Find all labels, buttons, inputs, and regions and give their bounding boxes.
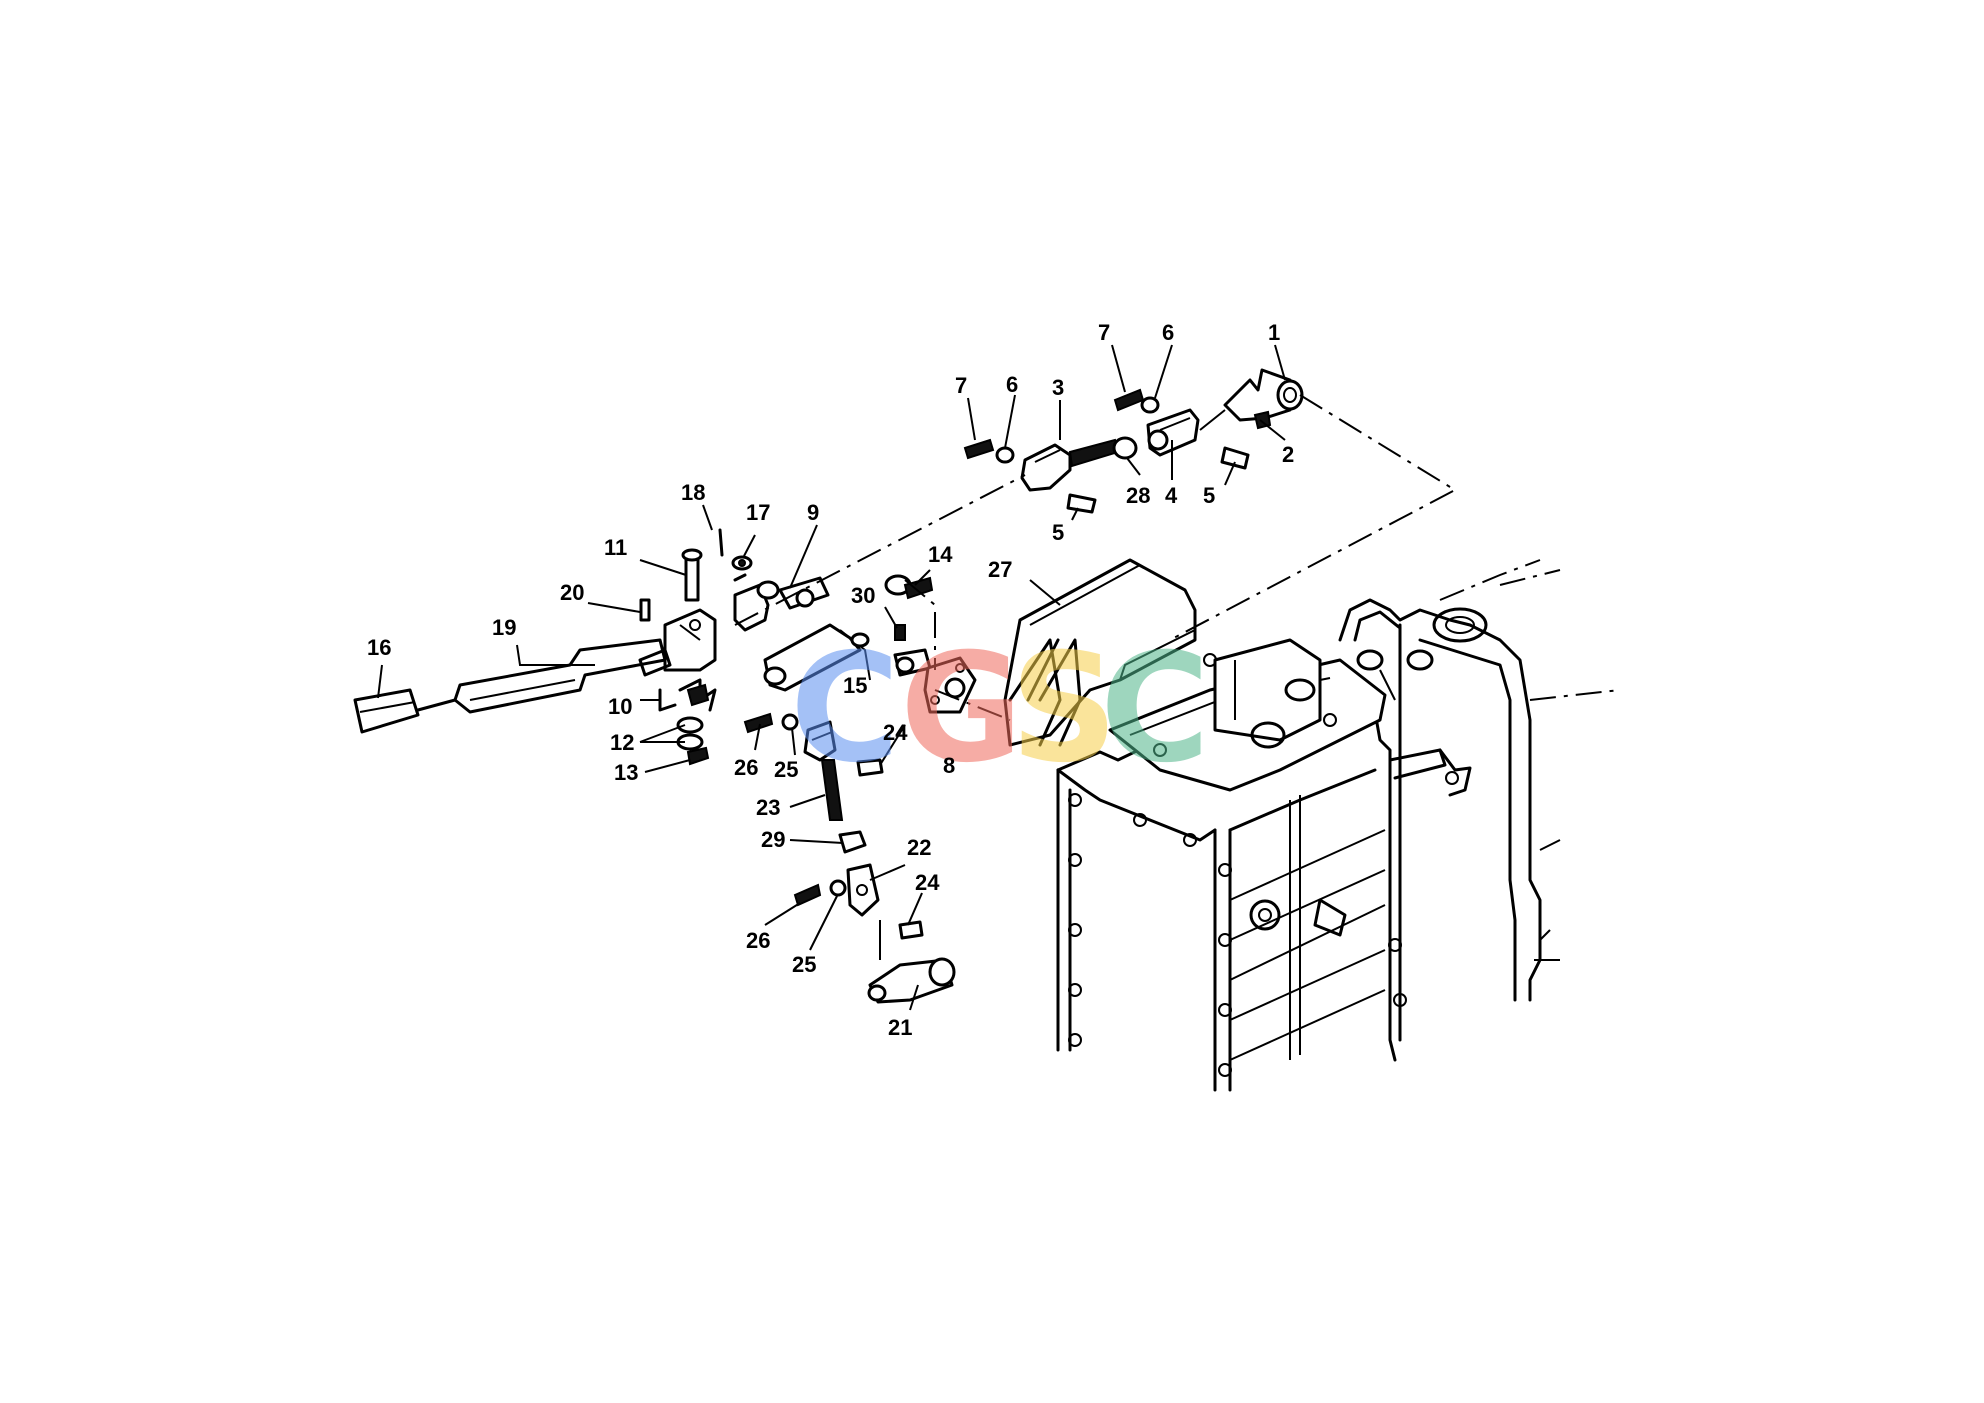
pin-24-lower: [898, 920, 924, 940]
pin-5-right: [1220, 446, 1250, 470]
rod-end-upper: [803, 720, 837, 762]
rod-23: [820, 759, 844, 821]
label-6-right: 6: [1162, 320, 1174, 345]
watermark-letter-s: S: [1010, 622, 1118, 796]
washers-12: [676, 716, 704, 751]
label-7-right: 7: [1098, 320, 1110, 345]
lever-21: [867, 920, 956, 1004]
shift-lever-19: [453, 638, 667, 714]
pin-24-upper: [856, 758, 884, 777]
label-20: 20: [560, 580, 584, 605]
leader-lines: [377, 344, 1286, 1011]
nut-25-lower: [829, 879, 847, 897]
clevis-22: [846, 863, 880, 917]
label-16: 16: [367, 635, 391, 660]
label-19: 19: [492, 615, 516, 640]
label-25-upper: 25: [774, 757, 798, 782]
bolt-14: [884, 574, 934, 600]
label-11: 11: [604, 535, 627, 560]
label-13: 13: [614, 760, 638, 785]
watermark-letter-c2: C: [1100, 622, 1210, 796]
housing-bolt-holes: [1068, 793, 1407, 1077]
label-9: 9: [807, 500, 819, 525]
spring-10: [658, 678, 717, 712]
pin-20: [639, 598, 651, 622]
watermark: C G S C: [790, 622, 1210, 796]
lever-knob-16: [353, 688, 457, 734]
label-28: 28: [1126, 483, 1150, 508]
watermark-letter-c1: C: [790, 622, 900, 796]
washer-6-right: [1140, 396, 1160, 414]
clevis-4: [1146, 408, 1200, 457]
label-5-right: 5: [1203, 483, 1215, 508]
cover-plate-27: [1003, 558, 1197, 747]
gearbox-housing: [1056, 638, 1472, 1092]
pin-11: [681, 548, 703, 602]
label-22: 22: [907, 835, 931, 860]
bolt-7-left: [963, 438, 995, 460]
bolt-13: [686, 746, 710, 766]
lever-bracket: [638, 608, 717, 677]
label-1: 1: [1268, 320, 1280, 345]
label-25-lower: 25: [792, 952, 816, 977]
bolt-26-lower: [793, 883, 822, 907]
label-23: 23: [756, 795, 780, 820]
label-14: 14: [928, 542, 953, 567]
arm-1: [1199, 368, 1304, 431]
watermark-letter-g: G: [900, 622, 1023, 796]
washer-17: [731, 555, 753, 571]
label-29: 29: [761, 827, 785, 852]
label-24-upper: 24: [883, 720, 908, 745]
label-8: 8: [943, 753, 955, 778]
nut-25-upper: [781, 713, 799, 731]
nut-28: [1112, 436, 1138, 460]
label-4: 4: [1165, 483, 1178, 508]
label-21: 21: [888, 1015, 912, 1040]
pin-5-left: [1066, 493, 1097, 514]
rear-housing: [1338, 559, 1621, 1042]
label-30: 30: [851, 583, 875, 608]
label-18: 18: [681, 480, 705, 505]
washer-6-left: [995, 446, 1015, 464]
alignment-lines: [734, 394, 1458, 721]
label-5-left: 5: [1052, 520, 1064, 545]
lever-arm-9: [733, 573, 830, 632]
label-26-lower: 26: [746, 928, 770, 953]
label-24-lower: 24: [915, 870, 940, 895]
bolt-7-right: [1113, 388, 1145, 412]
clevis-3: [1020, 438, 1120, 492]
nut-29: [838, 830, 867, 854]
fitting-30: [894, 624, 906, 641]
label-6-left: 6: [1006, 372, 1018, 397]
shift-shaft-15: [763, 623, 932, 692]
label-2: 2: [1282, 442, 1294, 467]
label-12: 12: [610, 730, 634, 755]
label-17: 17: [746, 500, 770, 525]
label-15: 15: [843, 673, 867, 698]
label-27: 27: [988, 557, 1012, 582]
flange-8: [923, 656, 977, 714]
bolt-26-upper: [743, 712, 774, 734]
label-10: 10: [608, 694, 632, 719]
label-3: 3: [1052, 375, 1064, 400]
label-26-upper: 26: [734, 755, 758, 780]
part-number-labels: 1 2 3 4 5 5 6 6 7 7 8 9 10 11 12 13 14 1…: [367, 320, 1294, 1040]
label-7-left: 7: [955, 373, 967, 398]
clip-18: [718, 528, 724, 557]
